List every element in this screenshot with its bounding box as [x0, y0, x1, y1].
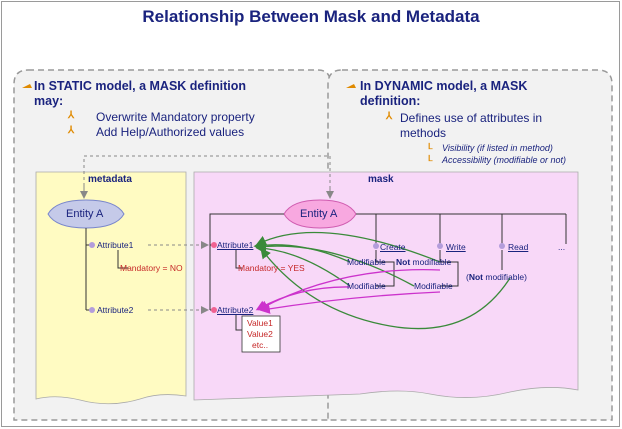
dynamic-subitem-2: Accessibility (modifiable or not)	[442, 155, 567, 165]
create-dot	[373, 243, 379, 249]
dynamic-sub2-bullet-icon: ᒪ	[428, 154, 433, 163]
static-item1-bullet-icon: ⅄	[68, 110, 75, 121]
mask-mandatory-line	[235, 250, 242, 269]
metadata-entity-label: Entity A	[66, 208, 104, 220]
write-dot	[437, 243, 443, 249]
green-arrow-4	[255, 231, 441, 263]
read-modifiable-rest: modifiable)	[483, 272, 527, 282]
metadata-attr1-dot	[89, 242, 95, 248]
dynamic-heading-bullet	[346, 84, 356, 88]
dynamic-item-bullet-icon: ⅄	[386, 111, 393, 122]
static-heading-bullet	[22, 84, 32, 88]
dynamic-heading-line1: In DYNAMIC model, a MASK	[360, 79, 528, 93]
value-2: Value2	[247, 329, 273, 339]
metadata-attr2-dot	[89, 307, 95, 313]
metadata-box	[35, 171, 187, 405]
write-modifiable: Modifiable	[414, 281, 453, 291]
mask-attribute2: Attribute2	[217, 305, 254, 315]
static-heading-line2: may:	[34, 94, 64, 108]
static-item-1: Overwrite Mandatory property	[96, 110, 255, 124]
dynamic-sub1-bullet-icon: ᒪ	[428, 142, 433, 151]
method-more: ...	[558, 242, 566, 252]
slide-title: Relationship Between Mask and Metadata	[142, 7, 480, 26]
metadata-attribute1: Attribute1	[97, 240, 134, 250]
metadata-entity-shape	[47, 199, 125, 229]
static-item-2: Add Help/Authorized values	[96, 125, 245, 139]
method-read: Read	[508, 242, 529, 252]
metadata-mandatory: Mandatory = NO	[120, 263, 183, 273]
method-create: Create	[380, 242, 406, 252]
write-not-modifiable: Not modifiable	[396, 257, 451, 267]
value-1: Value1	[247, 318, 273, 328]
connector-top	[83, 155, 331, 198]
static-item2-bullet-icon: ⅄	[68, 125, 75, 136]
mask-label: mask	[368, 174, 394, 185]
dynamic-item-line2: methods	[400, 126, 447, 140]
read-not: Not	[468, 272, 484, 282]
mask-attribute1: Attribute1	[217, 240, 254, 250]
method-write: Write	[446, 242, 466, 252]
create-modifiable-2: Modifiable	[347, 281, 386, 291]
read-not-modifiable: (Not modifiable)	[466, 272, 527, 282]
magenta-arrow-3	[259, 291, 441, 314]
create-subtree	[375, 250, 395, 287]
dynamic-subitem-1: Visibility (if listed in method)	[442, 143, 553, 153]
values-line	[235, 315, 242, 331]
mask-attr2-dot	[211, 307, 217, 313]
not-label: Not	[396, 257, 411, 267]
magenta-arrow-2	[257, 269, 441, 311]
mask-entity-label: Entity A	[300, 208, 338, 220]
green-arrow-5	[260, 247, 511, 330]
create-modifiable-1: Modifiable	[347, 257, 386, 267]
dynamic-item-line1: Defines use of attributes in	[400, 111, 543, 125]
not-modifiable-suffix: modifiable	[412, 257, 452, 267]
metadata-attribute2: Attribute2	[97, 305, 134, 315]
static-heading-line1: In STATIC model, a MASK definition	[34, 79, 247, 93]
mask-attr1-dot	[211, 242, 217, 248]
write-subtree	[439, 250, 459, 287]
dynamic-heading-line2: definition:	[360, 94, 421, 108]
values-box	[241, 315, 281, 353]
read-paren: (	[466, 272, 469, 282]
read-dot	[499, 243, 505, 249]
metadata-mandatory-line	[117, 250, 128, 269]
mask-mandatory: Mandatory = YES	[238, 263, 305, 273]
metadata-label: metadata	[88, 174, 132, 185]
green-arrow-3	[255, 241, 415, 287]
value-etc: etc..	[252, 340, 269, 350]
